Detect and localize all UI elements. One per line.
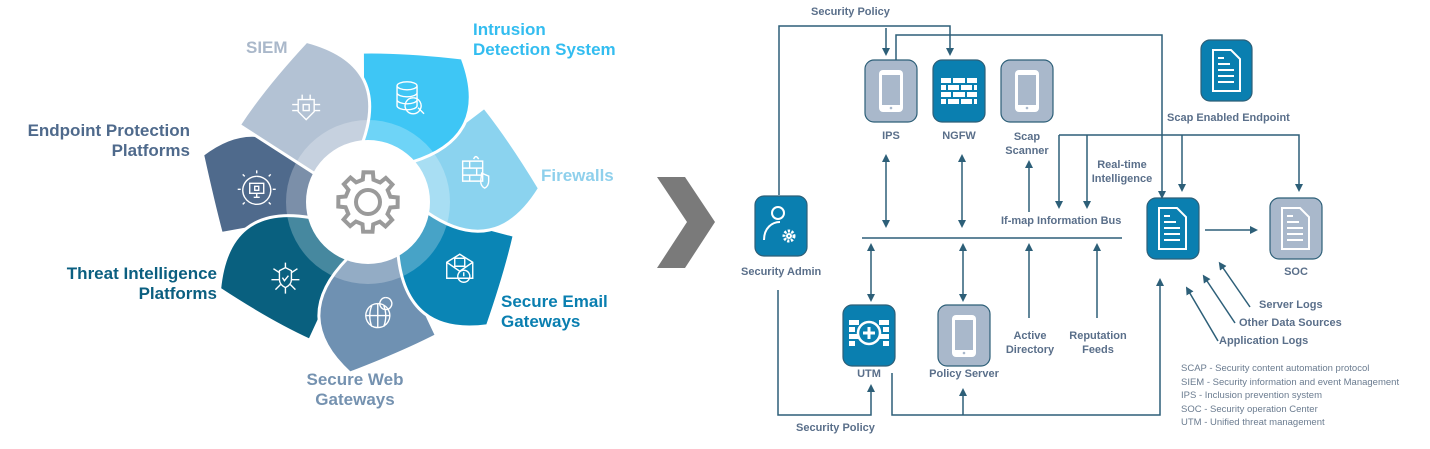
label-server-logs: Server Logs — [1259, 299, 1323, 311]
label-line: Platforms — [138, 284, 217, 304]
firewall-shield-icon — [461, 155, 490, 189]
ips-node[interactable] — [864, 59, 918, 123]
label-scap-scanner: Scap Scanner — [1002, 130, 1052, 158]
scap-endpoint-node[interactable] — [1200, 39, 1253, 102]
label-security-admin: Security Admin — [741, 266, 822, 278]
wheel-graphic — [200, 39, 542, 375]
label-line: Gateways — [501, 312, 581, 332]
chevron-right-icon — [657, 177, 715, 268]
utm-node[interactable] — [842, 304, 896, 367]
globe-lock-icon — [365, 296, 393, 329]
label-line: Directory — [1005, 344, 1055, 356]
label-line: Real-time — [1097, 159, 1147, 171]
label-line: Secure Web — [306, 370, 404, 389]
label-line: Threat Intelligence — [66, 264, 217, 283]
label-secure-web-gateways: Secure Web Gateways — [285, 370, 425, 411]
chip-shield-icon — [292, 94, 321, 121]
connector-admin-ngfw — [778, 25, 954, 195]
arrow-application-logs — [1185, 286, 1219, 342]
mobile-device-icon — [879, 70, 903, 112]
policy-server-node[interactable] — [937, 304, 991, 367]
label-line: Reputation — [1069, 330, 1127, 342]
security-admin-node[interactable] — [754, 195, 808, 257]
label-policy-server: Policy Server — [929, 368, 999, 380]
label-line: Intelligence — [1091, 173, 1153, 185]
mobile-device-icon — [1015, 70, 1039, 112]
arrow-other-data-sources — [1202, 274, 1236, 324]
label-active-directory: Active Directory — [1005, 329, 1055, 357]
connector-endpoint-soc — [1059, 134, 1303, 192]
soc-node[interactable] — [1269, 197, 1323, 260]
scap-scanner-node[interactable] — [1000, 59, 1054, 123]
label-line: Scap — [1013, 131, 1041, 143]
label-line: Feeds — [1082, 344, 1114, 356]
label-realtime-intelligence: Real-time Intelligence — [1090, 158, 1154, 186]
label-information-bus: If-map Information Bus — [1001, 215, 1122, 227]
label-secure-email-gateways: Secure Email Gateways — [501, 292, 608, 333]
document-icon — [1158, 207, 1187, 250]
label-line: Scanner — [1005, 145, 1049, 157]
gear-icon — [336, 170, 400, 234]
connector-utm-siem — [891, 278, 1164, 416]
label-application-logs: Application Logs — [1219, 335, 1309, 347]
label-firewalls: Firewalls — [541, 166, 614, 185]
mobile-device-icon — [952, 315, 976, 357]
user-settings-icon — [763, 206, 796, 243]
connector-ips-siem — [895, 34, 1166, 199]
label-siem: SIEM — [246, 38, 288, 57]
legend-item: SIEM - Security information and event Ma… — [1181, 376, 1400, 388]
label-threat-intelligence-platforms: Threat Intelligence Platforms — [20, 264, 217, 305]
label-other-data-sources: Other Data Sources — [1239, 317, 1342, 329]
ngfw-node[interactable] — [932, 59, 986, 123]
label-line: Platforms — [111, 141, 190, 161]
database-search-icon — [396, 81, 425, 115]
label-utm: UTM — [857, 368, 881, 380]
legend-item: SCAP - Security content automation proto… — [1181, 363, 1370, 374]
label-ips: IPS — [882, 130, 900, 142]
document-icon — [1212, 49, 1241, 92]
label-line: Detection System — [473, 40, 616, 60]
label-line: Gateways — [315, 390, 395, 410]
email-lock-icon — [446, 253, 474, 283]
siem-node[interactable] — [1146, 197, 1200, 260]
label-line: Active — [1013, 330, 1047, 342]
document-icon — [1281, 207, 1310, 250]
label-intrusion-detection-system: Intrusion Detection System — [473, 20, 616, 61]
label-soc: SOC — [1284, 266, 1308, 278]
network-shield-icon — [271, 262, 300, 294]
connector-admin-utm — [777, 290, 875, 416]
acronym-legend: SCAP - Security content automation proto… — [1181, 362, 1399, 430]
label-line: Intrusion — [473, 20, 546, 39]
label-security-policy-top: Security Policy — [811, 6, 890, 18]
label-scap-enabled-endpoint: Scap Enabled Endpoint — [1167, 112, 1290, 124]
arrow-server-logs — [1218, 261, 1251, 308]
label-line: Endpoint Protection — [27, 121, 190, 140]
label-line: Secure Email — [501, 292, 608, 311]
security-wheel: SIEM Intrusion Detection System Firewall… — [0, 0, 650, 444]
label-endpoint-protection-platforms: Endpoint Protection Platforms — [0, 121, 190, 162]
label-security-policy-bottom: Security Policy — [796, 422, 875, 434]
firewall-icon — [941, 78, 977, 104]
legend-item: IPS - Inclusion prevention system — [1181, 390, 1322, 401]
label-ngfw: NGFW — [942, 130, 976, 142]
legend-item: SOC - Security operation Center — [1181, 403, 1318, 415]
monitor-lock-icon — [237, 170, 276, 205]
wheel-center — [306, 140, 430, 264]
firewall-plus-icon — [849, 320, 889, 346]
legend-item: UTM - Unified threat management — [1181, 417, 1325, 428]
label-reputation-feeds: Reputation Feeds — [1066, 329, 1130, 357]
